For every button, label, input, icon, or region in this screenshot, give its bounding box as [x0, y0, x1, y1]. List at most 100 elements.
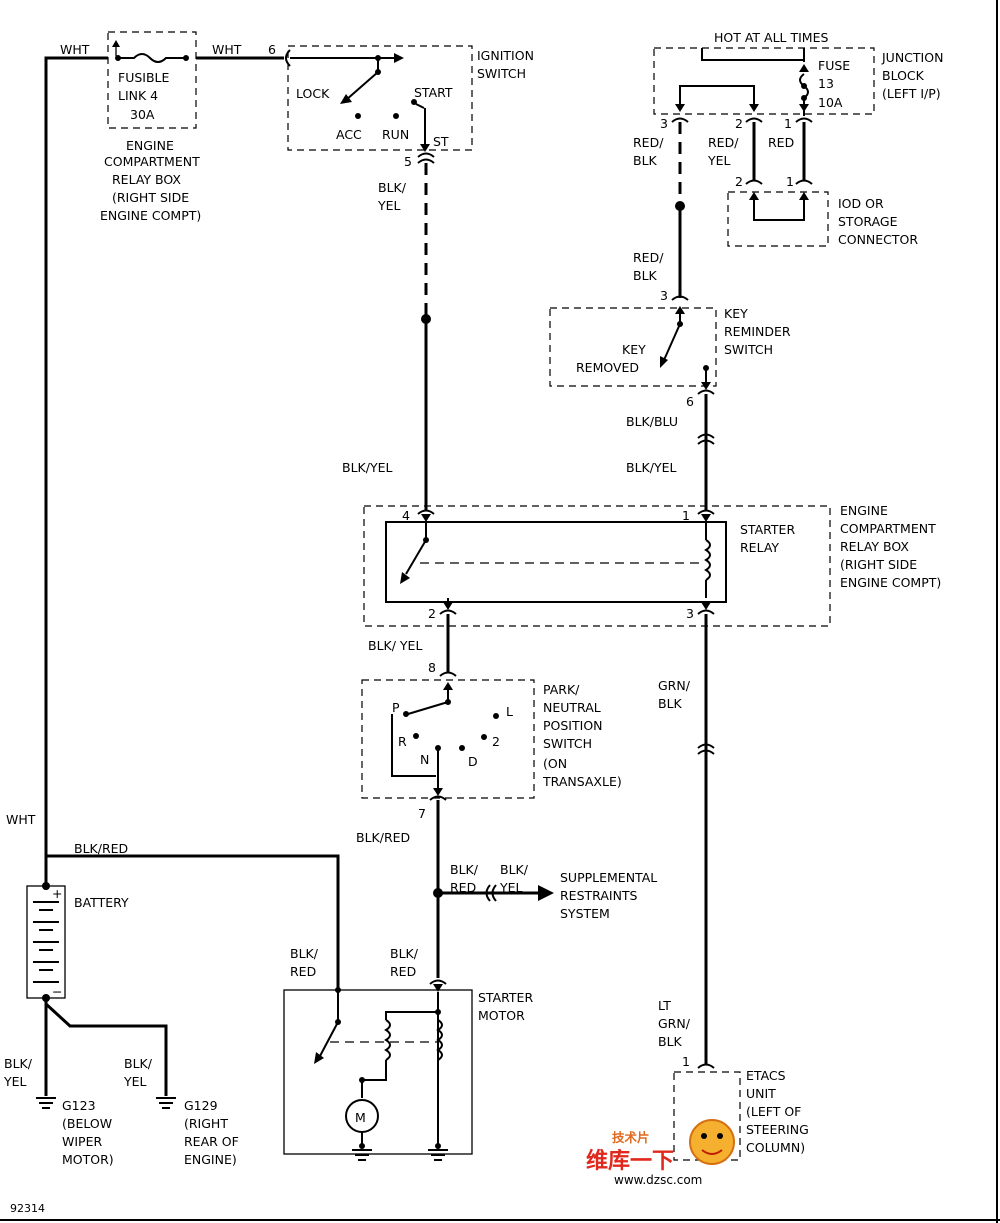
svg-text:(BELOW: (BELOW — [62, 1116, 112, 1131]
ignition-switch-label-1: IGNITION — [477, 48, 534, 63]
wire-label-wht-right: WHT — [212, 42, 242, 57]
srs-label-1: SUPPLEMENTAL — [560, 870, 657, 885]
pin-etacs-1: 1 — [682, 1054, 690, 1069]
svg-text:ENGINE): ENGINE) — [184, 1152, 237, 1167]
svg-text:STEERING: STEERING — [746, 1122, 809, 1137]
svg-text:ETACS: ETACS — [746, 1068, 786, 1083]
battery-label: BATTERY — [74, 895, 129, 910]
ign-acc-label: ACC — [336, 127, 362, 142]
pn-pos-p: P — [392, 700, 400, 715]
wire-label-blk-red-sm-left-1: BLK/ — [290, 946, 319, 961]
svg-text:(RIGHT SIDE: (RIGHT SIDE — [840, 557, 917, 572]
iod-label-2: STORAGE — [838, 214, 898, 229]
starter-motor-label-2: MOTOR — [478, 1008, 525, 1023]
pn-pos-2: 2 — [492, 734, 500, 749]
pin-key-3: 3 — [660, 288, 668, 303]
svg-text:PARK/: PARK/ — [543, 682, 580, 697]
figure-id: 92314 — [10, 1202, 45, 1215]
junction-block-label-3: (LEFT I/P) — [882, 86, 941, 101]
key-reminder-switch — [549, 295, 717, 395]
ground-wires — [44, 998, 168, 1096]
wire-label-blk-red-srs-1: BLK/ — [450, 862, 479, 877]
svg-text:REAR OF: REAR OF — [184, 1134, 239, 1149]
svg-text:(RIGHT: (RIGHT — [184, 1116, 228, 1131]
wire-label-red: RED — [768, 135, 794, 150]
park-neutral-switch — [361, 671, 535, 801]
key-reminder-label-3: SWITCH — [724, 342, 773, 357]
svg-text:(RIGHT SIDE: (RIGHT SIDE — [112, 190, 189, 205]
watermark-logo: 技术片 维库一下 www.dzsc.com — [586, 1119, 735, 1187]
pin-jb-1: 1 — [784, 116, 792, 131]
ignition-switch — [285, 45, 473, 152]
wire-label-grn-blk-1: GRN/ — [658, 678, 691, 693]
wire-label-blk-red-pn: BLK/RED — [356, 830, 410, 845]
svg-text:COMPARTMENT: COMPARTMENT — [104, 154, 200, 169]
inline-connector-blk-blu — [697, 433, 715, 445]
etacs-label: ETACS UNIT (LEFT OF STEERING COLUMN) — [746, 1068, 809, 1155]
starter-relay — [363, 505, 831, 627]
relay-box-top-label: ENGINE COMPARTMENT RELAY BOX (RIGHT SIDE… — [100, 138, 201, 223]
ground-g129-icon — [156, 1097, 176, 1109]
svg-text:G129: G129 — [184, 1098, 218, 1113]
wire-label-blk-yel-ign-1: BLK/ — [378, 180, 407, 195]
junction-block — [653, 47, 875, 116]
ground-g123-icon — [36, 1097, 56, 1109]
pin-pn-8: 8 — [428, 660, 436, 675]
wire-label-blk-red-sm-right-1: BLK/ — [390, 946, 419, 961]
pin-relay-1: 1 — [682, 508, 690, 523]
pn-pos-n: N — [420, 752, 429, 767]
ground-motor-icon — [352, 1149, 372, 1161]
svg-text:ENGINE COMPT): ENGINE COMPT) — [100, 208, 201, 223]
fuse-label-3: 10A — [818, 95, 843, 110]
pn-pos-r: R — [398, 734, 407, 749]
svg-text:G123: G123 — [62, 1098, 96, 1113]
starter-motor-label-1: STARTER — [478, 990, 533, 1005]
svg-text:WIPER: WIPER — [62, 1134, 102, 1149]
pin-relay-4: 4 — [402, 508, 410, 523]
pin-iod-1: 1 — [786, 174, 794, 189]
ignition-switch-label-2: SWITCH — [477, 66, 526, 81]
svg-text:UNIT: UNIT — [746, 1086, 776, 1101]
wire-label-wht-side: WHT — [6, 812, 36, 827]
wire-label-blk-yel-relay4: BLK/YEL — [342, 460, 392, 475]
fuse-label-1: FUSE — [818, 58, 850, 73]
wire-label-red-yel-2: YEL — [707, 153, 731, 168]
svg-text:SWITCH: SWITCH — [543, 736, 592, 751]
connector-ign-5 — [417, 152, 435, 164]
key-reminder-label-2: REMINDER — [724, 324, 791, 339]
pin-relay-3: 3 — [686, 606, 694, 621]
battery-minus: − — [52, 984, 62, 999]
wire-blk-red-battery — [44, 854, 340, 988]
fusible-link-box — [107, 31, 197, 129]
wire-label-grn-blk-2: BLK — [658, 696, 683, 711]
g129-label: G129 (RIGHT REAR OF ENGINE) — [184, 1098, 239, 1167]
wire-label-red-blk-top-2: BLK — [633, 153, 658, 168]
pin-key-6: 6 — [686, 394, 694, 409]
fusible-link-label-2: LINK 4 — [118, 88, 158, 103]
wire-label-wht-left: WHT — [60, 42, 90, 57]
svg-text:COMPARTMENT: COMPARTMENT — [840, 521, 936, 536]
starter-motor — [283, 979, 473, 1155]
junction-block-label-1: JUNCTION — [881, 50, 943, 65]
wire-label-red-blk-mid-2: BLK — [633, 268, 658, 283]
ign-st-label: ST — [433, 134, 449, 149]
svg-text:维库一下: 维库一下 — [586, 1148, 674, 1174]
pin-jb-2: 2 — [735, 116, 743, 131]
hot-at-all-times-label: HOT AT ALL TIMES — [714, 30, 828, 45]
battery-plus: + — [52, 886, 62, 901]
g123-label: G123 (BELOW WIPER MOTOR) — [62, 1098, 114, 1167]
wire-label-lt-grn-blk-1: LT — [658, 998, 671, 1013]
pn-pos-d: D — [468, 754, 478, 769]
fusible-link-label-3: 30A — [130, 107, 155, 122]
connector-jb — [671, 117, 813, 123]
wire-label-red-blk-mid-1: RED/ — [633, 250, 664, 265]
pin-pn-7: 7 — [418, 806, 426, 821]
iod-connector — [727, 179, 829, 247]
srs-label-2: RESTRAINTS — [560, 888, 638, 903]
wire-label-blk-red-srs-2: RED — [450, 880, 476, 895]
ign-start-label: START — [414, 85, 453, 100]
svg-text:TRANSAXLE): TRANSAXLE) — [542, 774, 622, 789]
starter-relay-label-1: STARTER — [740, 522, 795, 537]
wire-label-blk-yel-g1-1: BLK/ — [4, 1056, 33, 1071]
svg-text:www.dzsc.com: www.dzsc.com — [614, 1173, 702, 1187]
